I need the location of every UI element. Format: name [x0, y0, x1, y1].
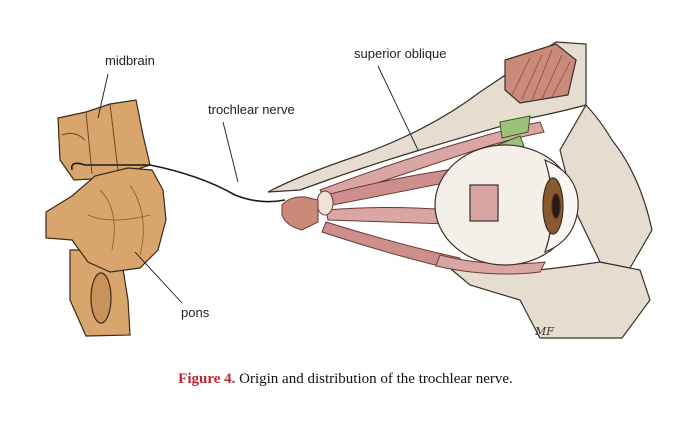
pupil	[551, 193, 561, 219]
leader-lines	[97, 65, 419, 304]
leader-midbrain	[97, 73, 109, 119]
leader-superior-oblique	[377, 65, 419, 151]
label-superior-oblique: superior oblique	[354, 46, 447, 61]
trochlea-pulley	[499, 115, 531, 139]
face-contour	[559, 103, 653, 269]
label-pons: pons	[181, 305, 210, 320]
leader-pons	[134, 251, 183, 304]
leader-trochlear-nerve	[222, 121, 239, 183]
label-midbrain: midbrain	[105, 53, 155, 68]
orbit-bone	[267, 41, 653, 339]
inferior-oblique-muscle	[435, 254, 546, 275]
figure-caption: Figure 4. Origin and distribution of the…	[0, 371, 691, 388]
eyeball	[434, 144, 579, 266]
figure-number: Figure 4.	[178, 371, 236, 387]
artist-signature: MF	[535, 325, 554, 338]
annulus-of-zinn	[316, 190, 334, 216]
trochlear-nerve-path	[70, 162, 286, 203]
midbrain	[57, 99, 151, 181]
lateral-rectus-muscle	[325, 207, 449, 225]
label-trochlear-nerve: trochlear nerve	[208, 102, 295, 117]
frontal-sinus-hatch	[504, 43, 577, 104]
brainstem	[45, 99, 167, 337]
extraocular-muscles	[281, 121, 546, 275]
superior-oblique-muscle	[319, 121, 545, 201]
optic-nerve-stump	[281, 196, 319, 231]
medulla-olive	[90, 272, 112, 324]
lateral-rectus-insertion	[469, 184, 499, 222]
figure-caption-text: Origin and distribution of the trochlear…	[239, 371, 513, 387]
